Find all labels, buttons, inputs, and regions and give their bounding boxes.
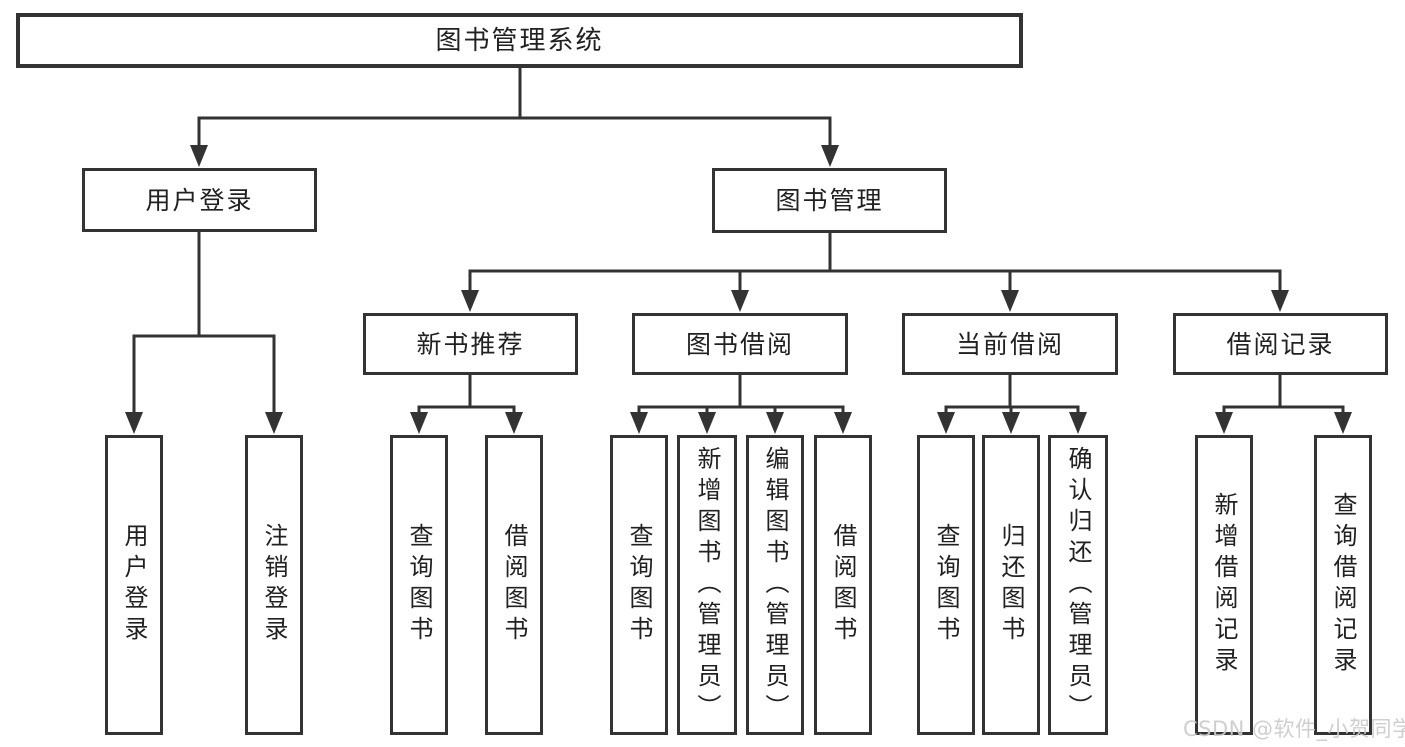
leaf-add-book-admin: 新增图书（管理员） <box>677 435 737 735</box>
node-borrow-record-label: 借阅记录 <box>1226 329 1335 359</box>
connector-root-to-level2 <box>197 66 832 150</box>
leaf-borrow-book-label: 借阅图书 <box>829 523 857 647</box>
node-book-management-label: 图书管理 <box>775 186 884 215</box>
leaf-edit-book-admin: 编辑图书（管理员） <box>746 435 804 735</box>
node-root-label: 图书管理系统 <box>435 25 604 56</box>
connector-borrowrecord-to-leaves <box>1222 373 1345 417</box>
leaf-current-query-book-label: 查询图书 <box>932 523 960 647</box>
leaf-newbook-borrow-book: 借阅图书 <box>485 435 543 735</box>
node-new-book-recommend-label: 新书推荐 <box>416 329 525 359</box>
connector-currentborrow-to-leaves <box>944 373 1080 417</box>
node-new-book-recommend: 新书推荐 <box>363 313 578 375</box>
leaf-newbook-query-book-label: 查询图书 <box>405 523 433 647</box>
connector-newbook-to-leaves <box>417 373 516 417</box>
node-user-login-label: 用户登录 <box>145 185 254 215</box>
leaf-confirm-return-admin: 确认归还（管理员） <box>1048 435 1108 735</box>
leaf-add-borrow-record: 新增借阅记录 <box>1195 435 1253 735</box>
leaf-query-borrow-record-label: 查询借阅记录 <box>1329 492 1357 678</box>
node-borrow-record: 借阅记录 <box>1173 313 1388 375</box>
node-book-borrow-label: 图书借阅 <box>685 329 794 359</box>
leaf-confirm-return-admin-label: 确认归还（管理员） <box>1064 445 1092 725</box>
leaf-return-book-label: 归还图书 <box>997 523 1025 647</box>
leaf-borrow-query-book-label: 查询图书 <box>625 523 653 647</box>
connector-userlogin-to-leaves <box>132 230 276 417</box>
leaf-newbook-query-book: 查询图书 <box>390 435 448 735</box>
leaf-user-login: 用户登录 <box>105 435 163 735</box>
leaf-current-query-book: 查询图书 <box>917 435 975 735</box>
connector-bookmgmt-to-level3 <box>468 231 1282 295</box>
connector-bookborrow-to-leaves <box>637 373 845 417</box>
leaf-borrow-query-book: 查询图书 <box>610 435 668 735</box>
node-current-borrow-label: 当前借阅 <box>955 329 1064 359</box>
leaf-add-book-admin-label: 新增图书（管理员） <box>693 445 721 725</box>
node-user-login: 用户登录 <box>82 168 317 232</box>
node-book-management: 图书管理 <box>712 168 947 233</box>
leaf-logout: 注销登录 <box>245 435 303 735</box>
leaf-newbook-borrow-book-label: 借阅图书 <box>500 523 528 647</box>
leaf-borrow-book: 借阅图书 <box>814 435 872 735</box>
leaf-return-book: 归还图书 <box>982 435 1040 735</box>
leaf-user-login-label: 用户登录 <box>120 523 148 647</box>
node-book-borrow: 图书借阅 <box>632 313 848 375</box>
node-current-borrow: 当前借阅 <box>902 313 1118 375</box>
leaf-logout-label: 注销登录 <box>260 523 288 647</box>
leaf-edit-book-admin-label: 编辑图书（管理员） <box>761 445 789 725</box>
arrowheads <box>125 145 1352 434</box>
csdn-watermark: CSDN @软件_小贺同学 <box>1183 717 1405 741</box>
leaf-query-borrow-record: 查询借阅记录 <box>1314 435 1372 735</box>
leaf-add-borrow-record-label: 新增借阅记录 <box>1210 492 1238 678</box>
node-root: 图书管理系统 <box>16 13 1023 68</box>
